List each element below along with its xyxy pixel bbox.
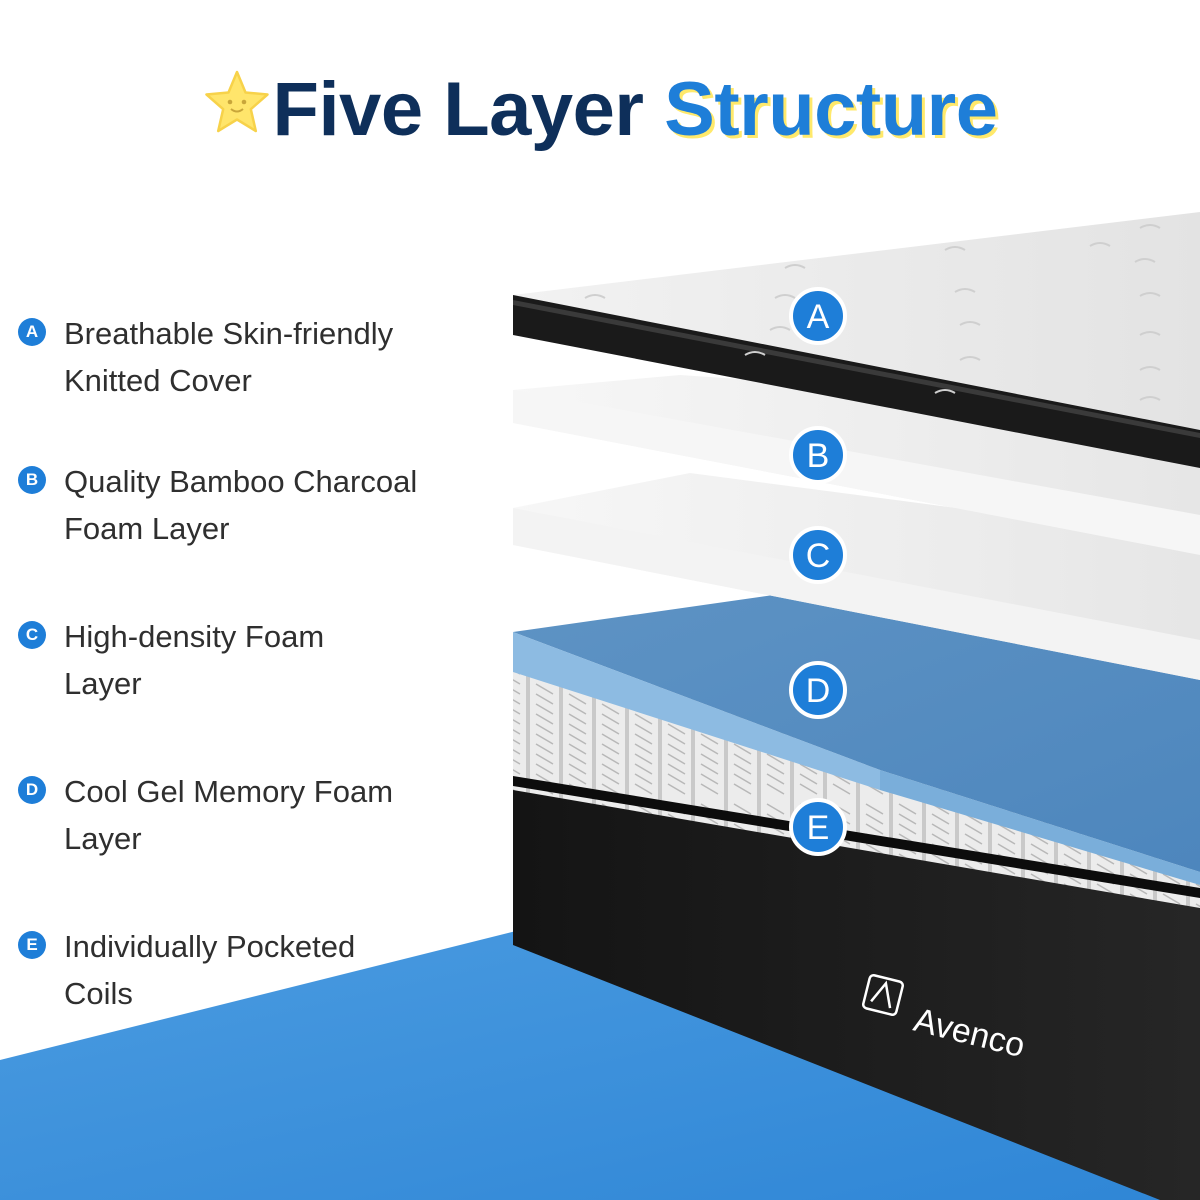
legend-badge-e: E: [18, 931, 46, 959]
base-border-panel: [513, 780, 1200, 1200]
legend-b-line2: Foam Layer: [64, 511, 230, 546]
cover-quilting: [584, 224, 1161, 401]
callout-d-label: D: [806, 672, 831, 710]
gel-foam-side: [513, 632, 880, 790]
callout-e-label: E: [807, 809, 830, 847]
legend-d-line2: Layer: [64, 821, 142, 856]
star-icon: [203, 69, 271, 137]
legend-text-e: Individually Pocketed Coils: [64, 923, 484, 1017]
legend-badge-a: A: [18, 318, 46, 346]
legend-text-b: Quality Bamboo Charcoal Foam Layer: [64, 458, 484, 552]
legend-d-line1: Cool Gel Memory Foam: [64, 774, 394, 809]
callout-a: A: [789, 287, 847, 345]
title-part-1: Five Layer: [272, 67, 645, 152]
legend-e-line1: Individually Pocketed: [64, 929, 356, 964]
callout-d: D: [789, 661, 847, 719]
legend-a-line2: Knitted Cover: [64, 363, 252, 398]
legend-badge-c: C: [18, 621, 46, 649]
avenco-logo-icon: [861, 973, 905, 1017]
legend-b-line1: Quality Bamboo Charcoal: [64, 464, 418, 499]
legend-text-c: High-density Foam Layer: [64, 613, 484, 707]
legend-text-a: Breathable Skin-friendly Knitted Cover: [64, 310, 484, 404]
legend-text-d: Cool Gel Memory Foam Layer: [64, 768, 484, 862]
page-title: Five Layer Structure: [0, 62, 1200, 158]
callout-a-label: A: [807, 298, 830, 336]
legend-e-line2: Coils: [64, 976, 133, 1011]
callout-e: E: [789, 798, 847, 856]
legend-c-line1: High-density Foam: [64, 619, 325, 654]
gel-foam-top: [513, 592, 1200, 872]
callout-b: B: [789, 426, 847, 484]
legend-badge-b: B: [18, 466, 46, 494]
knitted-cover-top: [513, 212, 1200, 430]
legend-c-line2: Layer: [64, 666, 142, 701]
callout-c: C: [789, 526, 847, 584]
floor-surface: [0, 930, 1200, 1200]
pocketed-coils: [513, 668, 1200, 908]
title-part-2: Structure: [664, 67, 998, 152]
layer-callouts: A B C D E: [789, 287, 847, 856]
callout-c-label: C: [806, 537, 831, 575]
legend-a-line1: Breathable Skin-friendly: [64, 316, 394, 351]
callout-b-label: B: [807, 437, 830, 475]
legend-badge-d: D: [18, 776, 46, 804]
